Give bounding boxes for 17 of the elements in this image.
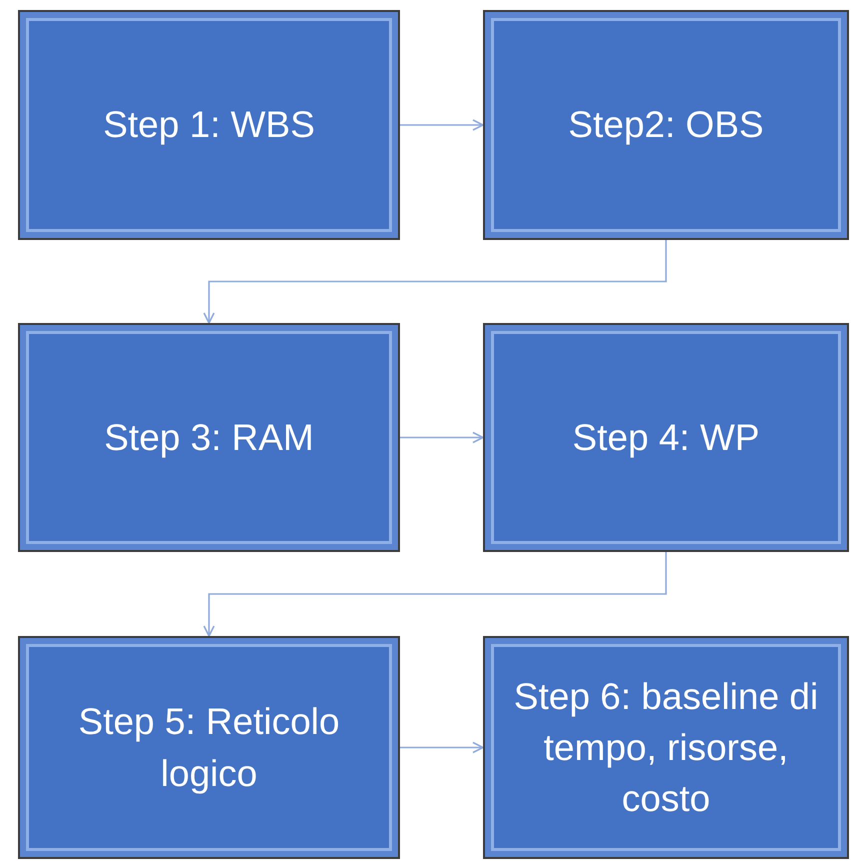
step-label: Step 1: WBS: [103, 103, 315, 148]
process-box: [483, 636, 849, 859]
step-label: Step 4: WP: [572, 416, 760, 460]
process-box: [483, 10, 849, 240]
process-box: [18, 636, 400, 859]
step-label: Step 3: RAM: [104, 416, 314, 460]
process-box: [483, 323, 849, 552]
process-box: [18, 10, 400, 240]
step-label: Step2: OBS: [568, 103, 764, 148]
arrow: [400, 119, 484, 131]
arrow: [400, 742, 484, 754]
step-label: Step 6: baseline di tempo, risorse, costo: [512, 674, 820, 822]
process-box: [18, 323, 400, 552]
arrow: [203, 552, 667, 637]
arrow: [203, 240, 667, 324]
step-label: Step 5: Reticolo logico: [77, 700, 341, 796]
arrow: [400, 432, 484, 444]
